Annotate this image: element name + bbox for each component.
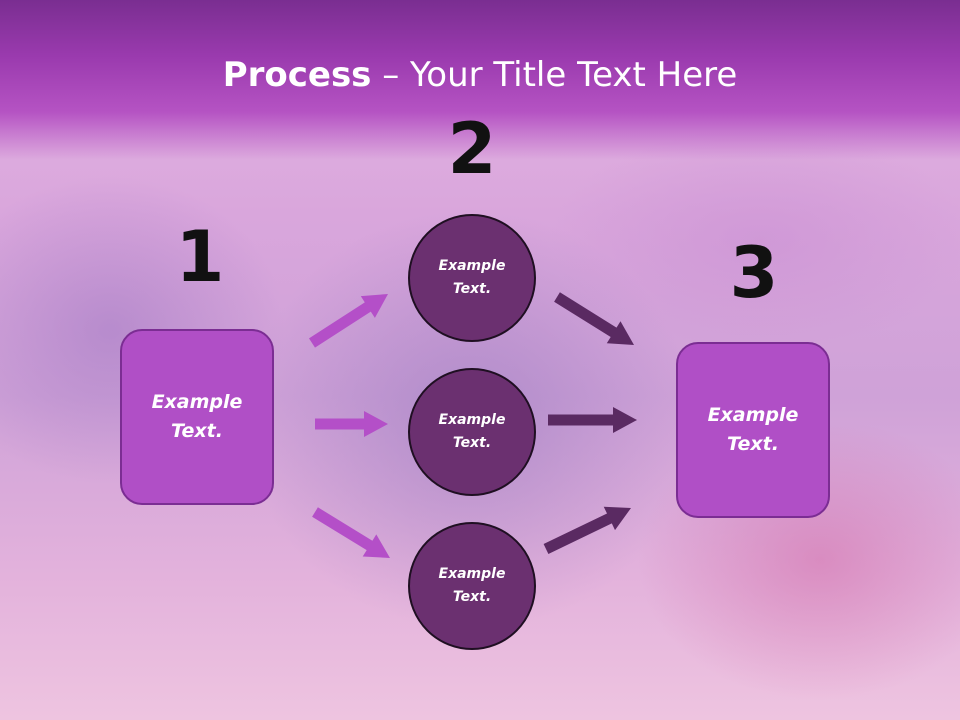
arrow-middle-to-right (548, 407, 637, 433)
circle-bottom-text: Example Text. (438, 566, 506, 605)
title-band (0, 0, 960, 160)
left-box-text: Example Text. (151, 391, 243, 442)
step-number-1: 1 (175, 216, 225, 298)
title-bold: Process (222, 55, 372, 95)
circle-middle: Example Text. (408, 368, 536, 496)
circle-bottom: Example Text. (408, 522, 536, 650)
circle-middle-text: Example Text. (438, 412, 506, 451)
right-box-text: Example Text. (707, 404, 799, 455)
slide-title: Process – Your Title Text Here (0, 50, 960, 100)
step-number-3: 3 (729, 232, 779, 314)
arrow-left-to-middle (315, 411, 388, 437)
title-rest: – Your Title Text Here (371, 55, 738, 95)
circle-top: Example Text. (408, 214, 536, 342)
step-number-2: 2 (447, 108, 497, 190)
arrow-left-to-top (309, 294, 388, 348)
right-box: Example Text. (676, 342, 830, 518)
left-box: Example Text. (120, 329, 274, 505)
arrow-bottom-to-right (543, 506, 631, 554)
circle-top-text: Example Text. (438, 258, 506, 297)
arrow-top-to-right (554, 292, 634, 345)
arrow-left-to-bottom (312, 507, 390, 558)
